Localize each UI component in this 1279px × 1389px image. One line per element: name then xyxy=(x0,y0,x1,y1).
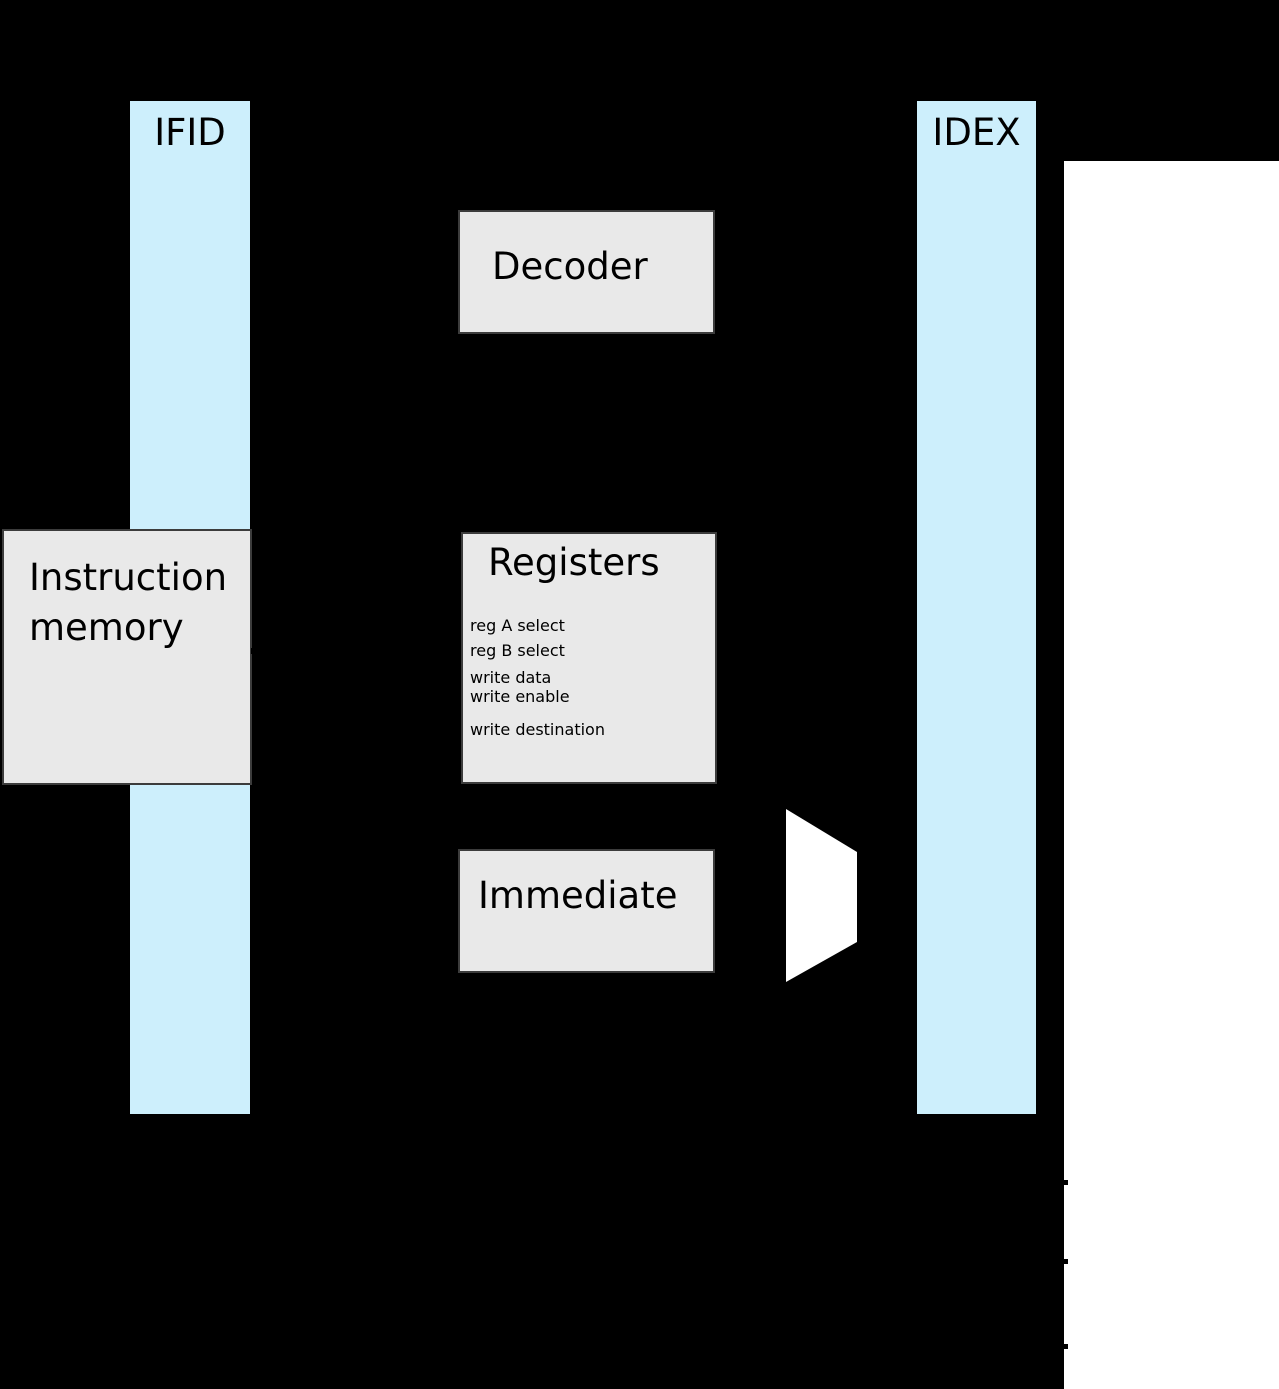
decoder-block: Decoder xyxy=(458,210,715,334)
idex-label: IDEX xyxy=(932,111,1021,154)
wire-stub xyxy=(1064,1344,1068,1349)
port-label-reg-b-select: reg B select xyxy=(470,641,565,660)
instruction-memory-block: Instruction memory xyxy=(2,529,252,785)
wire-stub xyxy=(1064,1180,1068,1185)
next-stage-white-region xyxy=(1064,161,1279,1389)
registers-title: Registers xyxy=(488,541,660,584)
ifid-label: IFID xyxy=(154,111,226,154)
wire-stub xyxy=(250,119,254,124)
instruction-memory-label: Instruction memory xyxy=(29,556,228,649)
port-label-write-enable: write enable xyxy=(470,687,570,706)
idex-pipeline-register-bar: IDEX xyxy=(915,99,1038,1116)
wire-stub xyxy=(1064,1259,1068,1264)
wire-stub xyxy=(251,648,255,654)
port-label-write-data: write data xyxy=(470,668,552,687)
mux-shape xyxy=(786,809,857,982)
port-label-write-destination: write destination xyxy=(470,720,605,739)
immediate-label: Immediate xyxy=(478,874,678,917)
immediate-block: Immediate xyxy=(458,849,715,973)
decoder-label: Decoder xyxy=(492,245,648,288)
registers-block: Registers reg A select reg B select writ… xyxy=(461,532,717,784)
port-label-reg-a-select: reg A select xyxy=(470,616,565,635)
